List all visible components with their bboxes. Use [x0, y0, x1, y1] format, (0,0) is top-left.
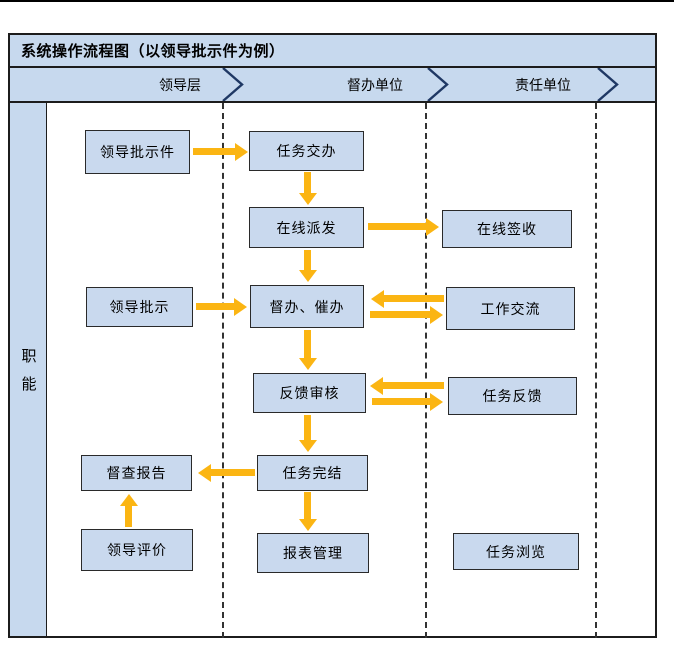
lane-divider — [222, 103, 224, 638]
flow-box-task-feedback: 任务反馈 — [448, 377, 577, 415]
arrow-work-exchange-to-supervise-urge — [384, 295, 444, 302]
lane-label-responsible-unit: 责任单位 — [515, 76, 571, 93]
flow-box-leader-evaluation: 领导评价 — [81, 529, 193, 571]
flow-box-online-sign: 在线签收 — [442, 210, 572, 248]
arrow-task-complete-to-inspection-report — [211, 469, 255, 476]
sidebar-label: 职能 — [19, 348, 37, 404]
arrow-online-dispatch-to-supervise-urge — [304, 250, 311, 270]
flow-box-online-dispatch: 在线派发 — [249, 207, 364, 248]
arrow-task-assign-to-online-dispatch — [304, 172, 311, 193]
flow-box-task-browse: 任务浏览 — [453, 533, 579, 570]
arrow-leader-instruction-to-supervise-urge — [196, 303, 234, 310]
diagram-title: 系统操作流程图（以领导批示件为例） — [21, 43, 285, 60]
arrow-task-feedback-to-feedback-review — [383, 382, 444, 389]
flow-box-task-assign: 任务交办 — [249, 131, 364, 171]
flow-box-inspection-report: 督查报告 — [81, 455, 192, 491]
flow-box-leader-instruction-doc: 领导批示件 — [85, 130, 190, 174]
function-sidebar: 职能 — [10, 103, 47, 636]
chevron-right-icon — [222, 68, 244, 101]
chevron-right-icon — [597, 68, 619, 101]
flow-box-feedback-review: 反馈审核 — [253, 373, 366, 413]
arrow-feedback-review-to-task-complete — [304, 415, 311, 440]
lane-divider — [425, 103, 427, 638]
flowchart-diagram: 系统操作流程图（以领导批示件为例） 领导层 督办单位 责任单位 职能 — [8, 33, 657, 638]
window-top-border — [0, 0, 674, 2]
arrow-leader-evaluation-to-inspection-report — [125, 506, 132, 527]
flow-box-task-complete: 任务完结 — [257, 455, 368, 491]
arrow-task-complete-to-report-management — [304, 492, 311, 519]
flow-box-report-management: 报表管理 — [257, 533, 369, 573]
arrow-feedback-review-to-task-feedback — [372, 398, 430, 405]
chevron-right-icon — [427, 68, 449, 101]
flow-box-supervise-urge: 督办、催办 — [250, 285, 364, 328]
arrow-leader-instruction-doc-to-task-assign — [193, 148, 235, 155]
lane-divider — [595, 103, 597, 638]
arrow-supervise-urge-to-feedback-review — [304, 330, 311, 358]
lane-label-leadership: 领导层 — [159, 76, 201, 93]
lane-label-supervising-unit: 督办单位 — [347, 76, 403, 93]
arrow-online-dispatch-to-online-sign — [368, 223, 426, 230]
arrow-supervise-urge-to-work-exchange — [370, 311, 430, 318]
flow-box-leader-instruction: 领导批示 — [86, 287, 193, 327]
lane-header-band: 领导层 督办单位 责任单位 — [8, 68, 657, 103]
title-bar: 系统操作流程图（以领导批示件为例） — [8, 33, 657, 68]
flow-box-work-exchange: 工作交流 — [446, 287, 575, 330]
